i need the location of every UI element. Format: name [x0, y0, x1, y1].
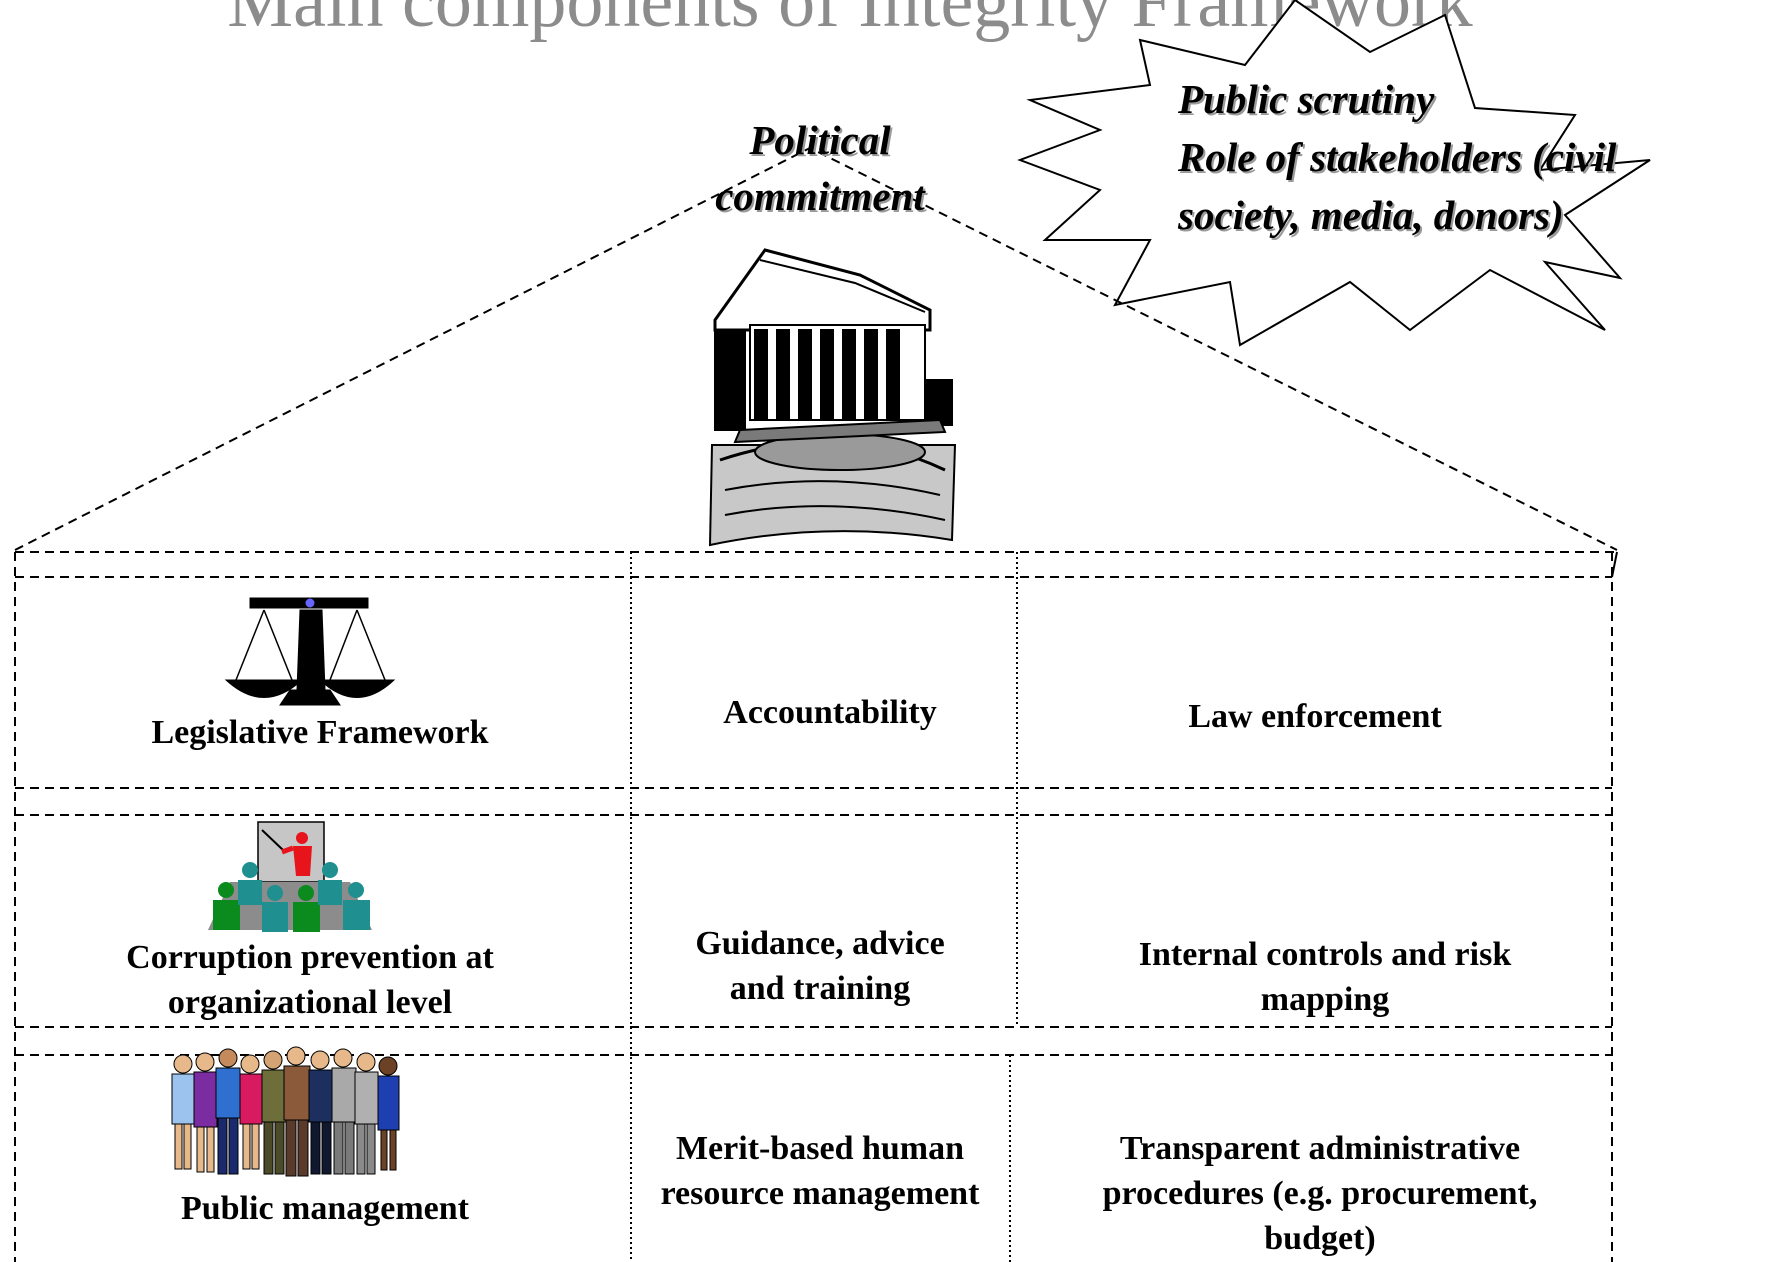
starburst-line: Public scrutiny: [1178, 76, 1435, 122]
courthouse-building-icon: [708, 248, 957, 547]
roof-outline: [14, 146, 1618, 551]
starburst-text: Public scrutiny Role of stakeholders (ci…: [1178, 70, 1738, 244]
scales-of-justice-icon: [224, 597, 396, 706]
starburst-shape: [1017, 0, 1651, 347]
cell-merit-based-hr: Merit-based human resource management: [660, 1130, 980, 1212]
cell-corruption-prevention: Corruption prevention at organizational …: [126, 939, 494, 1021]
page-title: Main components of Integrity Framework: [227, 0, 1473, 43]
cell-internal-controls: Internal controls and risk mapping: [1138, 936, 1512, 1018]
roof-label: Political commitment: [715, 117, 925, 219]
cell-accountability: Accountability: [723, 694, 937, 731]
cell-guidance-advice-training: Guidance, advice and training: [695, 925, 945, 1007]
starburst-line: Role of stakeholders (civil: [1178, 134, 1617, 180]
training-presentation-icon: [208, 821, 372, 932]
table-grid: [14, 551, 1618, 1262]
cell-legislative-framework: Legislative Framework: [151, 714, 489, 751]
starburst-line: society, media, donors): [1178, 192, 1564, 238]
cell-public-management: Public management: [180, 1190, 470, 1227]
cell-transparent-procedures: Transparent administrative procedures (e…: [1102, 1130, 1538, 1257]
group-of-people-icon: [171, 1046, 400, 1177]
cell-law-enforcement: Law enforcement: [1188, 698, 1442, 735]
